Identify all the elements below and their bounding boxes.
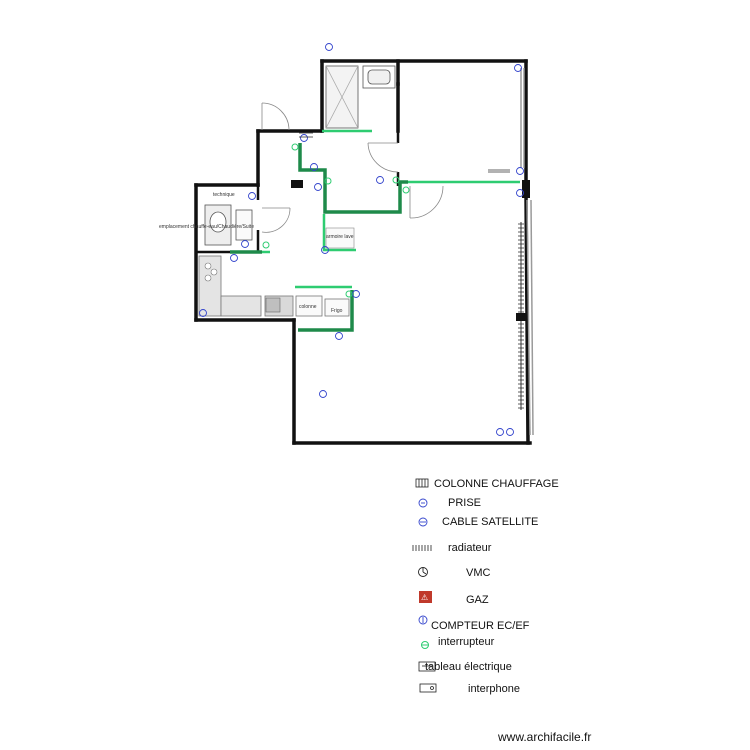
compteur-icon <box>418 615 428 625</box>
technique-fixtures <box>204 204 253 246</box>
socket-mark <box>319 390 327 398</box>
vmc-icon <box>418 567 428 577</box>
colonne-chauffage-icon <box>415 478 429 488</box>
label-colonne: colonne <box>299 304 317 310</box>
interrupteur-marks <box>262 143 410 298</box>
interior-walls <box>196 131 400 254</box>
svg-text:⚠: ⚠ <box>421 593 428 602</box>
socket-mark <box>516 189 524 197</box>
armoire-box <box>325 227 355 249</box>
socket-mark <box>310 163 318 171</box>
legend-label-prise: PRISE <box>448 497 481 509</box>
window-right <box>520 68 534 436</box>
socket-mark <box>314 183 322 191</box>
radiator-entry <box>299 132 313 138</box>
washbasin <box>362 65 396 89</box>
legend-label-interrupteur: interrupteur <box>438 636 495 648</box>
legend-label-interphone: interphone <box>468 683 520 695</box>
exterior-walls <box>194 59 532 445</box>
legend-label-compteur: COMPTEUR EC/EF <box>431 620 530 632</box>
gaz-icon: ⚠ <box>419 591 432 603</box>
socket-mark <box>325 43 333 51</box>
kitchen-hob <box>204 262 218 282</box>
radiator-top <box>488 169 510 173</box>
socket-mark <box>230 254 238 262</box>
colonne-box <box>265 297 281 313</box>
interphone-icon <box>419 683 437 693</box>
tableau-electrique-icon <box>418 661 436 672</box>
interrupteur-icon <box>421 641 429 649</box>
socket-mark <box>514 64 522 72</box>
socket-mark <box>516 167 524 175</box>
shower <box>325 65 359 129</box>
wall-block-3 <box>522 180 530 198</box>
footer-url: www.archifacile.fr <box>497 730 591 744</box>
legend-label-colonne: COLONNE CHAUFFAGE <box>434 478 559 490</box>
legend-label-gaz: GAZ <box>466 594 489 606</box>
green-partitions <box>230 143 408 332</box>
wall-block-1 <box>291 180 303 188</box>
label-frigo: Frigo <box>331 308 343 314</box>
label-technique: technique <box>213 192 235 198</box>
legend: COLONNE CHAUFFAGE PRISE CABLE SATELLITE … <box>412 478 559 695</box>
label-emplacement: emplacement chauffe-eau/Chaudière/Suite <box>159 224 254 230</box>
radiateur-icon <box>412 545 432 551</box>
wall-block-2 <box>516 313 526 321</box>
socket-mark <box>506 428 514 436</box>
socket-mark <box>321 246 329 254</box>
legend-label-tableau: tableau électrique <box>425 661 512 673</box>
prise-icon <box>418 498 428 508</box>
socket-mark <box>376 176 384 184</box>
socket-mark <box>496 428 504 436</box>
socket-mark <box>199 309 207 317</box>
light-green-partitions <box>262 129 520 289</box>
cable-satellite-icon <box>418 517 428 527</box>
doors <box>261 102 444 233</box>
socket-mark <box>335 332 343 340</box>
plan-sockets <box>199 43 524 436</box>
label-armoire: armoire lave <box>326 234 354 240</box>
socket-mark <box>248 192 256 200</box>
socket-mark <box>241 240 249 248</box>
legend-label-vmc: VMC <box>466 567 491 579</box>
legend-label-radiateur: radiateur <box>448 542 492 554</box>
socket-mark <box>300 134 308 142</box>
legend-label-cable: CABLE SATELLITE <box>442 516 538 528</box>
